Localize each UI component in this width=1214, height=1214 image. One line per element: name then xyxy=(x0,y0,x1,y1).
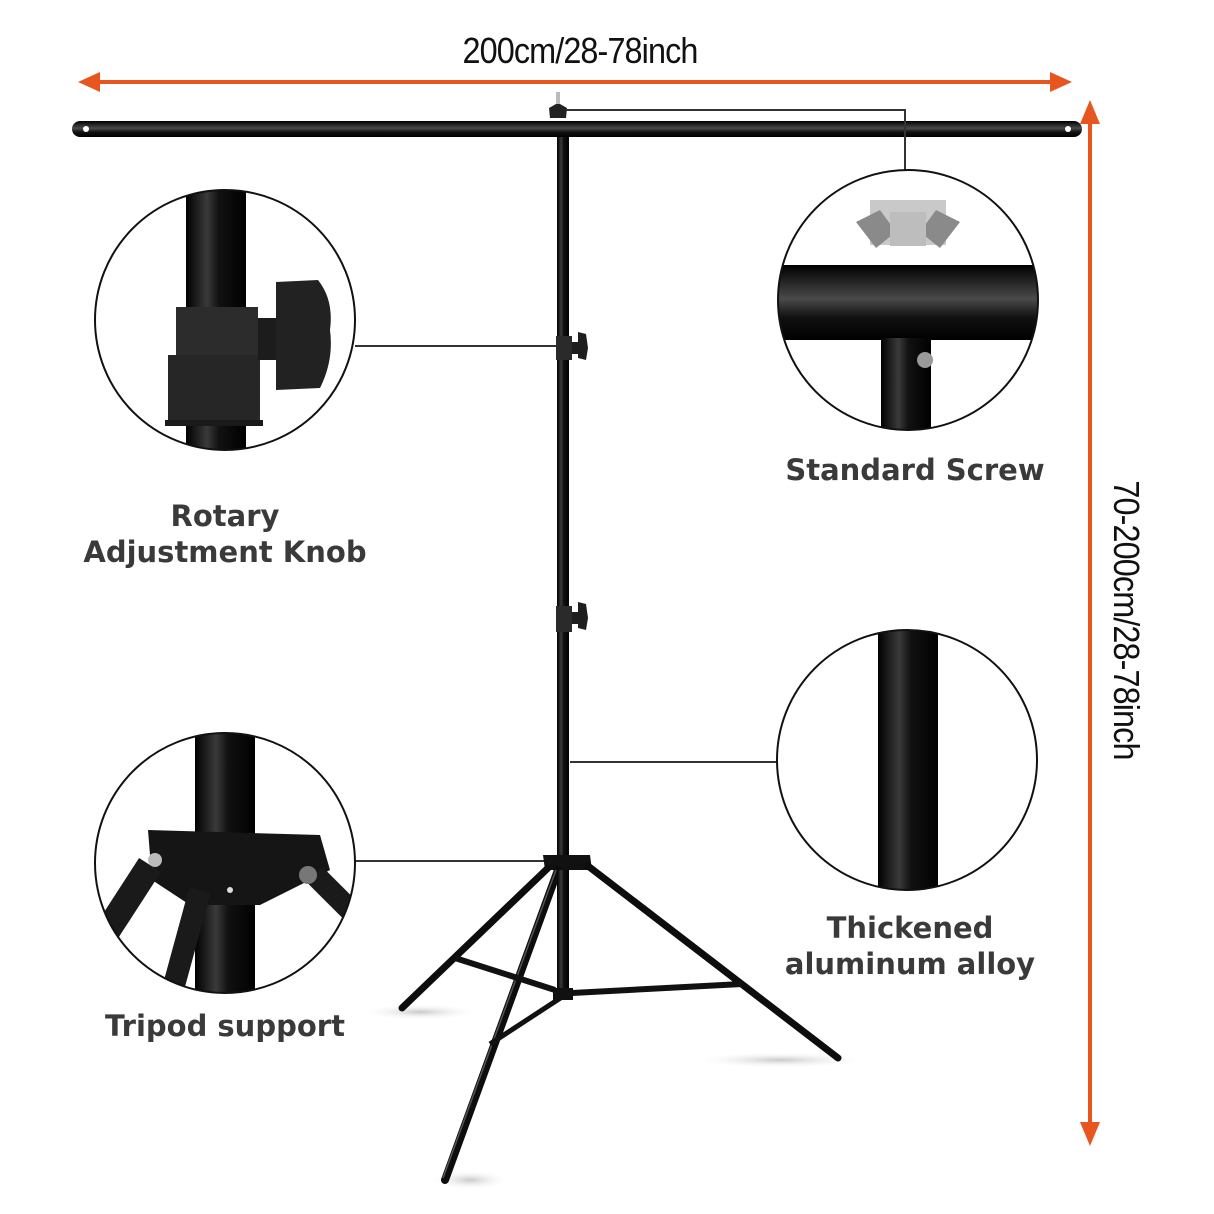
height-dimension-label: 70-200cm/28-78inch xyxy=(1106,480,1147,760)
tripod-base xyxy=(360,855,870,1190)
callout-aluminum-alloy: Thickened aluminum alloy xyxy=(755,910,1065,982)
center-pole xyxy=(556,137,588,857)
callout-standard-screw: Standard Screw xyxy=(760,452,1070,488)
callout-aluminum-alloy-line2: aluminum alloy xyxy=(784,947,1036,981)
detail-circle-aluminum-alloy xyxy=(776,629,1038,891)
leader-line-screw xyxy=(566,109,906,170)
callout-tripod-support: Tripod support xyxy=(60,1008,390,1044)
width-dimension-arrow xyxy=(78,72,1072,92)
width-dimension-label: 200cm/28-78inch xyxy=(462,30,698,71)
crossbar xyxy=(72,121,1082,137)
detail-circle-rotary-knob xyxy=(94,189,356,451)
callout-rotary-knob-line1: Rotary xyxy=(170,499,280,533)
callout-aluminum-alloy-line1: Thickened xyxy=(826,911,994,945)
detail-circle-standard-screw xyxy=(777,169,1039,431)
detail-circle-tripod-support xyxy=(94,732,356,994)
wing-nut xyxy=(549,92,567,118)
callout-rotary-knob-line2: Adjustment Knob xyxy=(83,535,367,569)
callout-standard-screw-line1: Standard Screw xyxy=(785,453,1045,487)
height-dimension-arrow xyxy=(1080,100,1100,1146)
callout-tripod-support-line1: Tripod support xyxy=(105,1009,345,1043)
callout-rotary-knob: Rotary Adjustment Knob xyxy=(60,498,390,570)
